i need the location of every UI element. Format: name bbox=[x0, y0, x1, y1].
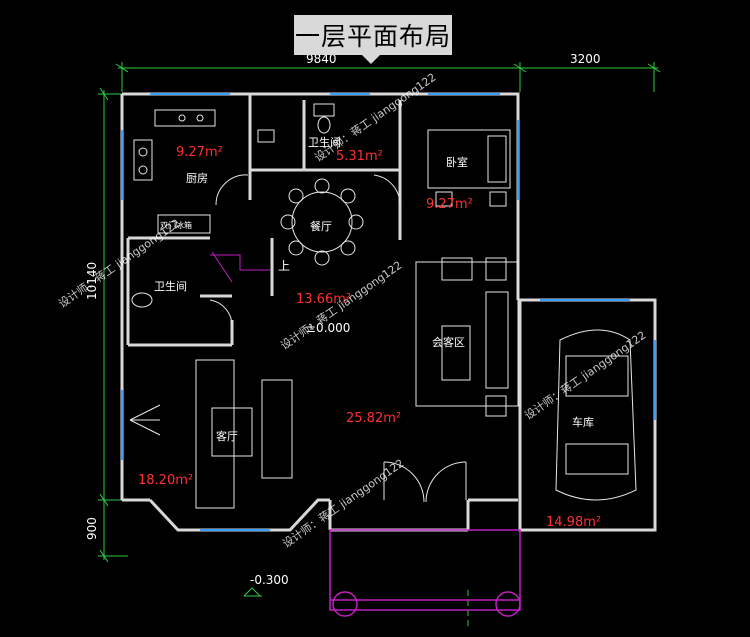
kitchen-label: 厨房 bbox=[186, 172, 208, 185]
dim-width-garage: 3200 bbox=[570, 52, 601, 66]
watermark-1: 设计师：蒋工 jianggong122 bbox=[56, 217, 182, 311]
dining-label: 餐厅 bbox=[310, 219, 332, 233]
fridge-label: 双门冰箱 bbox=[160, 220, 192, 230]
dim-depth: 10140 bbox=[85, 262, 99, 300]
bath-left-label: 卫生间 bbox=[154, 279, 187, 293]
bedroom-label: 卧室 bbox=[446, 155, 468, 169]
dimension-text: 9840 3200 10140 900 -0.300 ±0.000 上 bbox=[85, 52, 601, 587]
living-label: 客厅 bbox=[216, 429, 238, 443]
bedroom-area: 9.27m² bbox=[426, 197, 473, 212]
living-area: 18.20m² bbox=[138, 473, 193, 488]
level-outdoor: -0.300 bbox=[250, 573, 289, 587]
windows bbox=[121, 93, 656, 531]
plan-title: 一层平面布局 bbox=[294, 15, 452, 64]
dimension-lines bbox=[98, 62, 661, 630]
garage-area: 14.98m² bbox=[546, 515, 601, 530]
dim-porch: 900 bbox=[85, 517, 99, 540]
area-labels: 9.27m² 5.31m² 9.27m² 13.66m² 25.82m² 18.… bbox=[138, 145, 601, 530]
garage-label: 车库 bbox=[572, 415, 594, 429]
stair-area: 13.66m² bbox=[296, 292, 351, 307]
kitchen-area: 9.27m² bbox=[176, 145, 223, 160]
room-labels: 厨房 双门冰箱 卫生间 卧室 餐厅 卫生间 会客区 客厅 车库 bbox=[154, 135, 594, 443]
reception-label: 会客区 bbox=[432, 335, 465, 349]
level-indoor: ±0.000 bbox=[306, 321, 350, 335]
porch bbox=[329, 529, 521, 617]
bath-top-area: 5.31m² bbox=[336, 149, 383, 164]
dim-width-main: 9840 bbox=[306, 52, 337, 66]
stair-up-mark: 上 bbox=[278, 259, 290, 273]
furniture bbox=[129, 103, 637, 509]
watermark-4: 设计师：蒋工 jianggong122 bbox=[522, 329, 648, 423]
hall-area: 25.82m² bbox=[346, 411, 401, 426]
bath-top-label: 卫生间 bbox=[308, 135, 341, 149]
watermark-5: 设计师：蒋工 jianggong122 bbox=[280, 457, 406, 551]
